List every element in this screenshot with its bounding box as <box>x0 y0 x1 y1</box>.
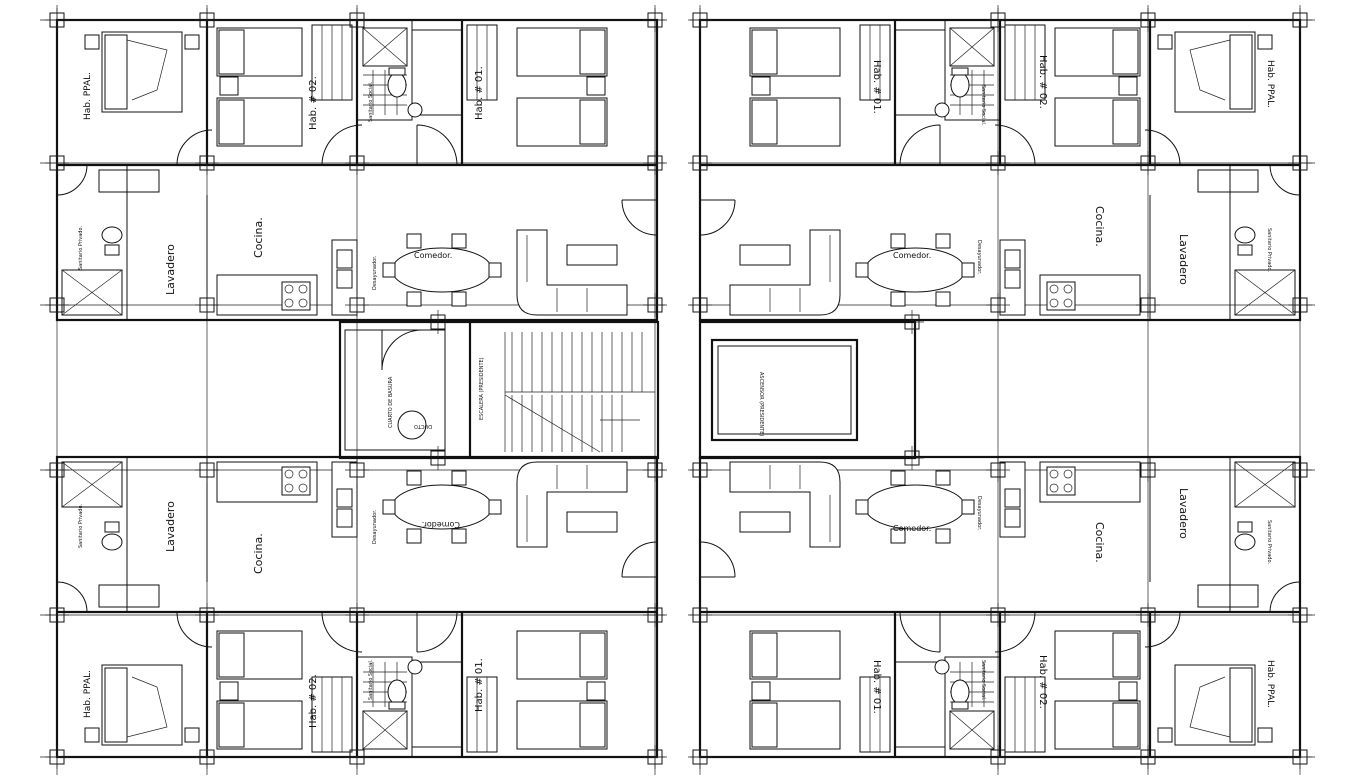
label-lavadero-3: Lavadero <box>164 501 177 552</box>
label-comedor-1: Comedor. <box>414 251 452 260</box>
label-hab-ppal-3: Hab. PPAL. <box>83 670 93 718</box>
label-cocina-4: Cocina. <box>1093 522 1106 563</box>
label-sanitario-social-3: Sanitario Social. <box>368 659 374 700</box>
label-desayunador-4: Desayunador. <box>976 496 982 531</box>
label-lavadero-2: Lavadero <box>1177 234 1190 285</box>
label-hab-ppal-2: Hab. PPAL. <box>1265 60 1275 108</box>
room-labels: Hab. PPAL. Hab. # 02. Hab. # 01. Sanitar… <box>78 55 1275 728</box>
label-hab-01-1: Hab. # 01. <box>474 66 485 120</box>
label-desayunador-3: Desayunador. <box>372 509 378 544</box>
unit-bottom-right <box>698 455 1302 759</box>
label-sanitario-social-2: Sanitario Social. <box>980 85 986 126</box>
label-hab-ppal-1: Hab. PPAL. <box>83 72 93 120</box>
label-lavadero-4: Lavadero <box>1177 488 1190 539</box>
label-hab-01-2: Hab. # 01. <box>871 60 882 114</box>
label-ducto: DUCTO <box>414 423 432 429</box>
label-hab-01-4: Hab. # 01. <box>871 660 882 714</box>
label-desayunador-2: Desayunador. <box>976 240 982 275</box>
label-cocina-2: Cocina. <box>1093 206 1106 247</box>
label-cocina-3: Cocina. <box>252 533 265 574</box>
label-comedor-4: Comedor. <box>893 524 931 533</box>
label-lavadero-1: Lavadero <box>164 244 177 295</box>
core-elevator <box>698 320 917 460</box>
label-hab-01-3: Hab. # 01. <box>474 658 485 712</box>
label-hab-ppal-4: Hab. PPAL. <box>1265 660 1275 708</box>
label-cocina-1: Cocina. <box>252 217 265 258</box>
label-comedor-3: Comedor. <box>422 520 460 529</box>
label-sanitario-privado-3: Sanitario Privado. <box>78 504 84 548</box>
label-sanitario-social-1: Sanitario Social. <box>368 81 374 122</box>
label-comedor-2: Comedor. <box>893 251 931 260</box>
label-sanitario-privado-4: Sanitario Privado. <box>1266 520 1272 564</box>
label-ascensor: ASCENSOR (PRESIDENTE) <box>758 372 764 436</box>
label-hab-02-2: Hab. # 02. <box>1037 55 1048 109</box>
label-hab-02-4: Hab. # 02. <box>1037 655 1048 709</box>
label-cuarto-basura: CUARTO DE BASURA <box>388 376 394 428</box>
label-escalera: ESCALERA (PRESIDENTE) <box>479 357 485 420</box>
label-hab-02-1: Hab. # 02. <box>308 76 319 130</box>
label-hab-02-3: Hab. # 02. <box>308 674 319 728</box>
label-sanitario-privado-2: Sanitario Privado. <box>1266 228 1272 272</box>
core-stairs <box>338 320 660 460</box>
label-sanitario-social-4: Sanitario Social. <box>980 660 986 701</box>
label-desayunador-1: Desayunador. <box>372 255 378 290</box>
label-sanitario-privado-1: Sanitario Privado. <box>78 226 84 270</box>
